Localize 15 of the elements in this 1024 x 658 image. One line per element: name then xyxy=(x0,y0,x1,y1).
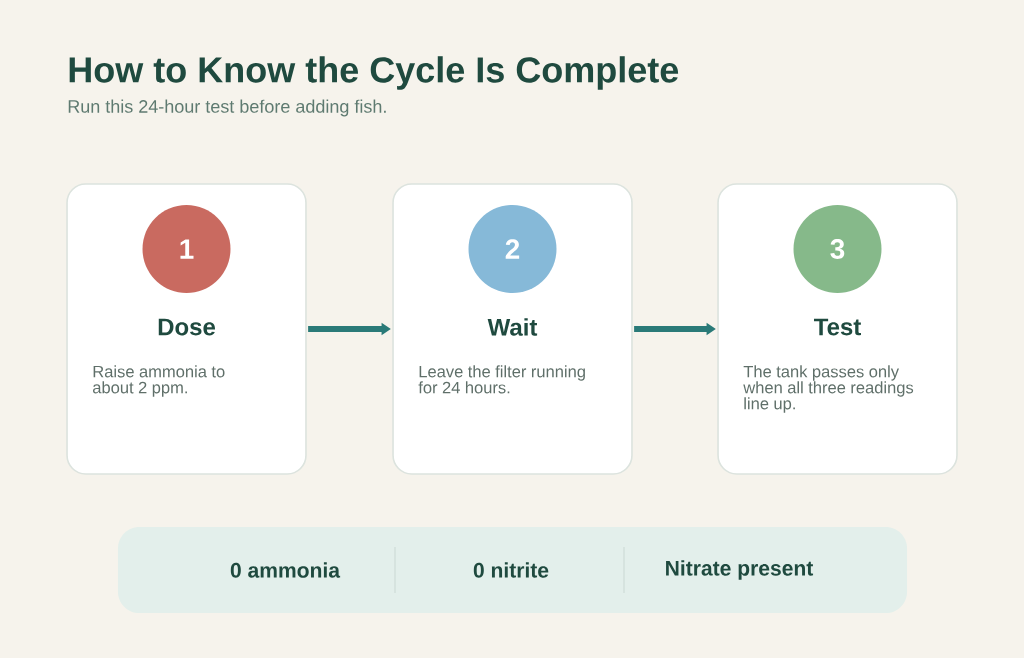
title: How to Know the Cycle Is Complete xyxy=(69,56,679,90)
subtitle: Run this 24-hour test before adding fish. xyxy=(68,99,386,117)
step-heading: Test xyxy=(814,318,861,336)
step-heading: Wait xyxy=(487,318,538,336)
reading-label: 0 ammonia xyxy=(230,562,341,578)
step-card xyxy=(717,183,958,475)
reading-label: Nitrate present xyxy=(666,560,814,580)
step-card xyxy=(392,183,633,475)
step-description: Leave the filter running for 24 hours. xyxy=(418,365,585,394)
step-card xyxy=(66,183,307,475)
readings-panel xyxy=(117,527,908,613)
step-description: Raise ammonia to about 2 ppm. xyxy=(93,365,225,397)
reading-label: 0 nitrite xyxy=(473,562,549,578)
step-heading: Dose xyxy=(158,318,215,336)
step-description: The tank passes only when all three readings line up. xyxy=(743,365,914,413)
